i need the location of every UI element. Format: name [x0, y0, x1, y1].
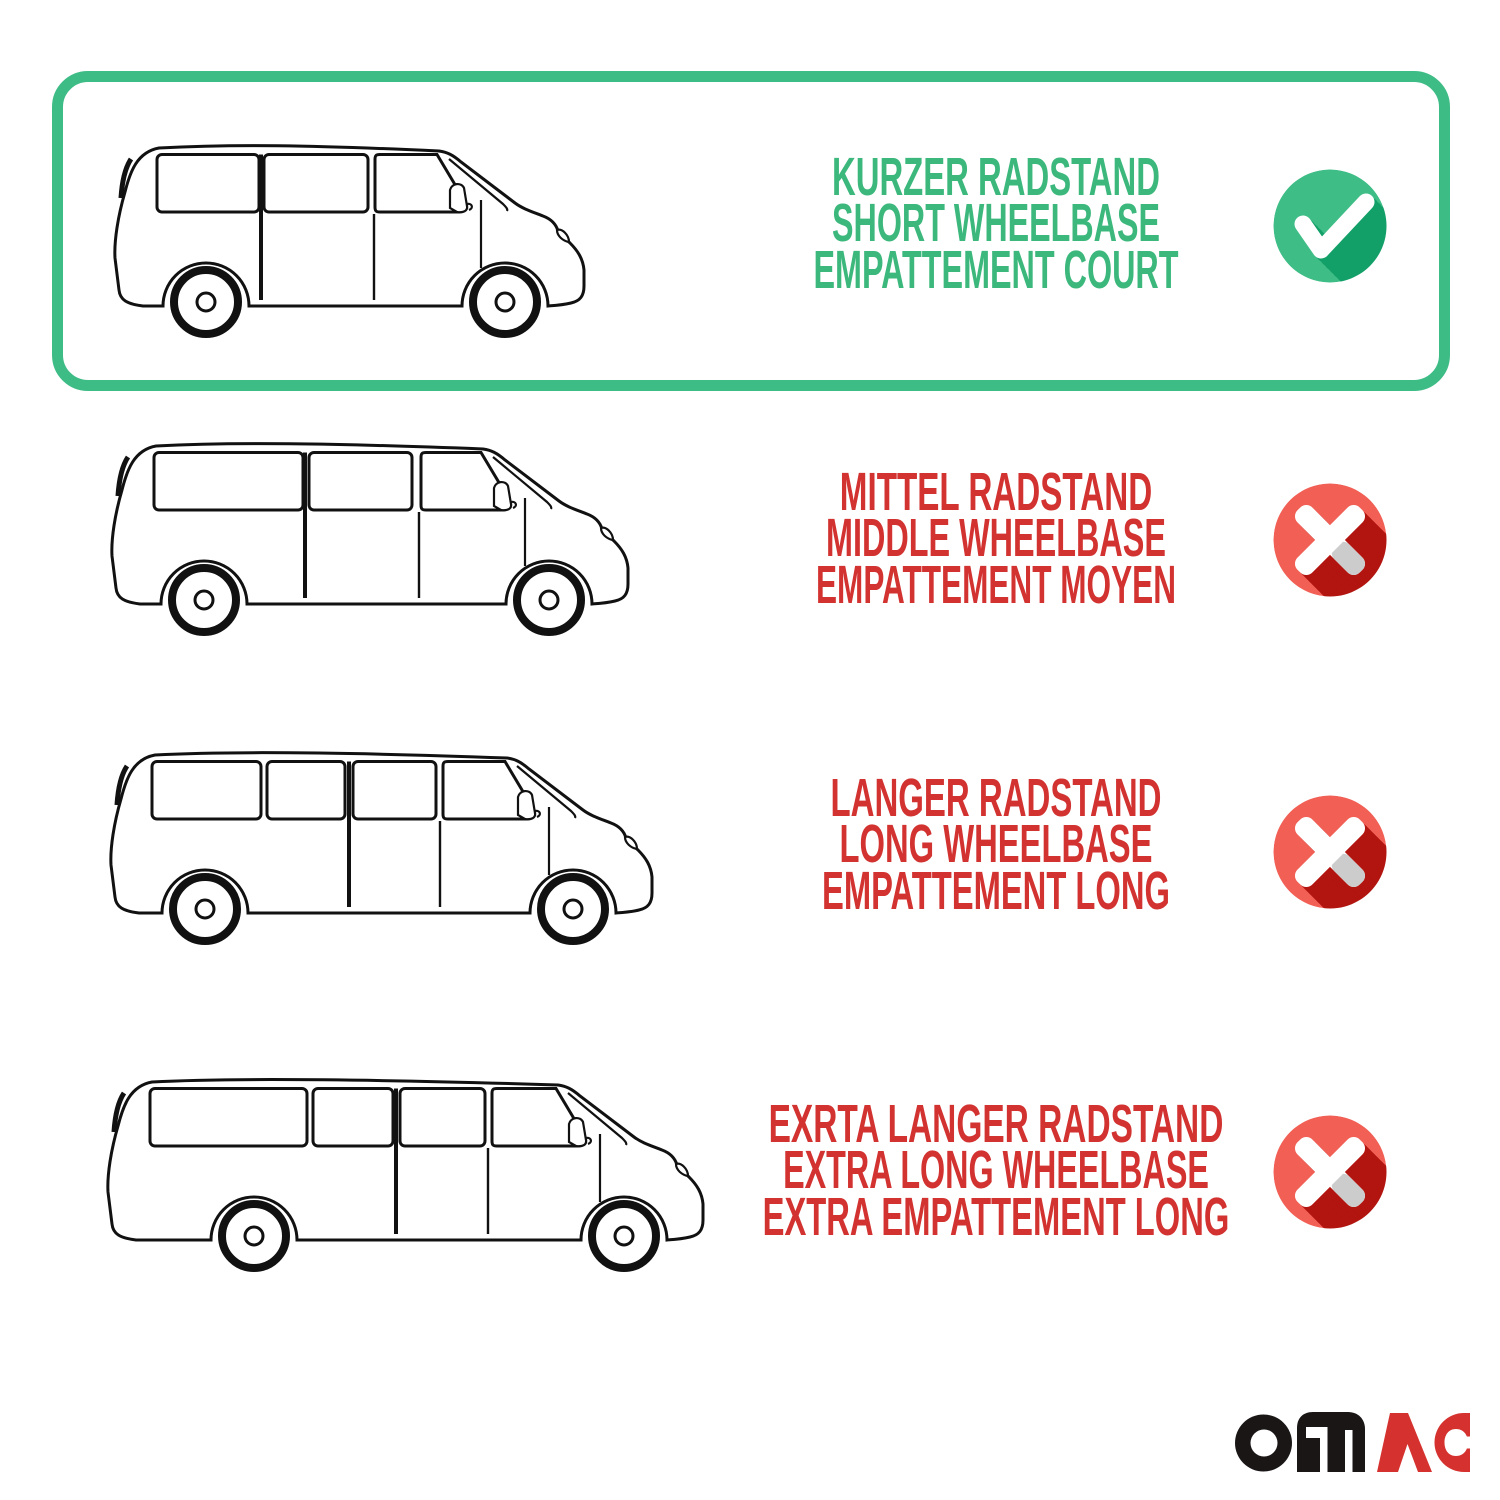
option-label-line: EMPATTEMENT LONG	[822, 860, 1170, 921]
van-short-wheelbase-illustration	[113, 144, 586, 338]
option-label-line: MIDDLE WHEELBASE	[826, 508, 1166, 569]
option-label-line: MITTEL RADSTAND	[839, 461, 1153, 522]
option-label-line: EXRTA LANGER RADSTAND	[768, 1093, 1224, 1154]
cross-icon	[1270, 480, 1390, 600]
option-label-line: EXTRA EMPATTEMENT LONG	[762, 1186, 1230, 1247]
option-label-line: LANGER RADSTAND	[830, 767, 1162, 828]
check-icon	[1270, 166, 1390, 286]
van-long-wheelbase-illustration	[109, 751, 654, 945]
van-middle-wheelbase-illustration	[110, 442, 630, 636]
option-label-line: EMPATTEMENT MOYEN	[816, 554, 1176, 615]
option-label-line: EXTRA LONG WHEELBASE	[783, 1140, 1209, 1201]
brand-logo	[1235, 1412, 1471, 1472]
brand-name: OMAC	[0, 0, 1, 1]
cross-icon	[1270, 792, 1390, 912]
option-label-line: LONG WHEELBASE	[839, 814, 1153, 875]
selected-option-frame	[52, 71, 1450, 391]
cross-icon	[1270, 1112, 1390, 1232]
van-extra-long-wheelbase-illustration	[106, 1078, 705, 1272]
